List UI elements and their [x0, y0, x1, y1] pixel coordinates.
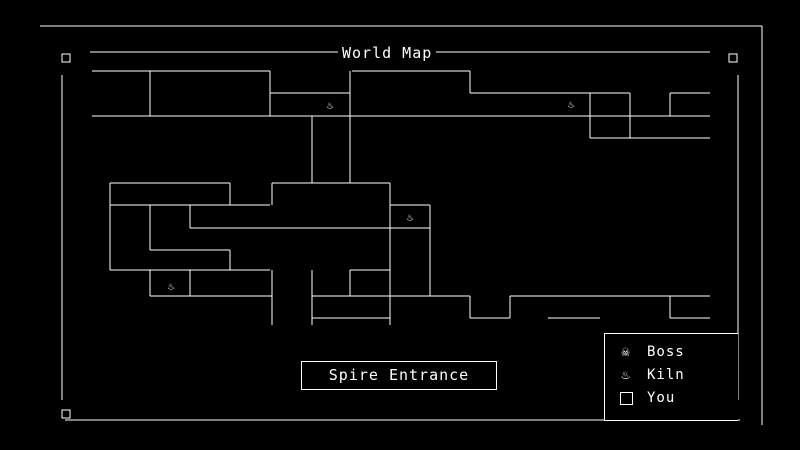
map-legend: ☠ Boss ♨ Kiln You — [604, 333, 738, 421]
current-location-label: Spire Entrance — [301, 361, 497, 390]
legend-label: You — [647, 390, 676, 406]
map-title: World Map — [338, 44, 437, 62]
kiln-marker[interactable]: ♨ — [406, 210, 414, 224]
legend-item-kiln: ♨ Kiln — [619, 367, 685, 383]
boss-icon: ☠ — [621, 344, 631, 360]
kiln-marker[interactable]: ♨ — [326, 98, 334, 112]
legend-label: Boss — [647, 344, 685, 360]
legend-item-you: You — [619, 390, 675, 406]
kiln-icon: ♨ — [621, 367, 631, 383]
legend-label: Kiln — [647, 367, 685, 383]
kiln-marker[interactable]: ♨ — [167, 279, 175, 293]
legend-item-boss: ☠ Boss — [619, 344, 685, 360]
map-corridors — [92, 70, 710, 325]
kiln-marker[interactable]: ♨ — [567, 97, 575, 111]
player-icon — [619, 390, 633, 406]
